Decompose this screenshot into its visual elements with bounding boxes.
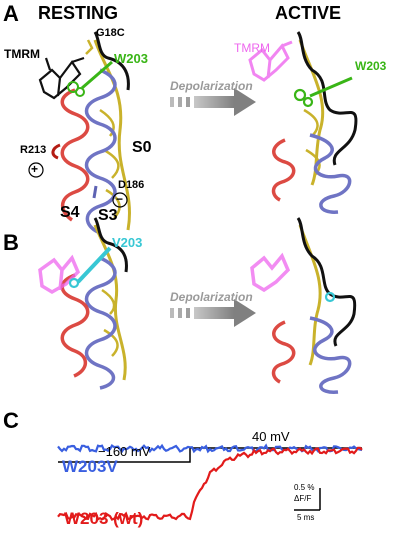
plus-charge-circle: [28, 162, 44, 178]
active-structure-b: [250, 217, 357, 394]
depolarization-arrow-b: [170, 299, 256, 327]
label-w203-active: W203: [355, 59, 387, 73]
active-structure-a: [248, 31, 358, 214]
panel-label-b: B: [3, 230, 19, 255]
label-w203: W203: [114, 51, 148, 66]
label-r213: R213: [20, 144, 47, 156]
v203-pointer-b: [76, 246, 112, 284]
label-s0: S0: [132, 139, 152, 156]
header-resting: RESTING: [38, 3, 119, 23]
label-g18c: G18C: [96, 27, 125, 39]
label-scale-y: 0.5 %: [294, 483, 315, 492]
depolarization-arrow-a: [170, 88, 256, 116]
label-depolarization-b: Depolarization: [170, 290, 253, 304]
label-scale-y2: ΔF/F: [294, 494, 312, 503]
label-depolarization-a: Depolarization: [170, 79, 253, 93]
tmrm-molecule-b: [38, 254, 81, 295]
s3-helix: [84, 68, 117, 234]
tmrm-molecule-a: [38, 56, 85, 100]
label-s4: S4: [60, 204, 80, 221]
label-v-step: 40 mV: [252, 429, 290, 444]
trace-w203-wt: [57, 446, 363, 521]
tmrm-molecule-active-b: [250, 252, 291, 293]
w203-pointer-active-a: [309, 76, 353, 98]
label-scale-x: 5 ms: [297, 513, 315, 522]
label-s3: S3: [98, 207, 118, 224]
scale-bar: [294, 488, 321, 511]
label-v-hold: −160 mV: [98, 444, 151, 459]
resting-structure-a: [38, 31, 131, 234]
resting-structure-b: [38, 217, 128, 390]
s3-s4-linker: [93, 31, 130, 91]
label-minus: −: [116, 192, 124, 206]
minus-charge-circle: [112, 192, 128, 208]
w203-pointer-a: [81, 60, 113, 90]
panel-label-a: A: [3, 1, 19, 26]
label-d186: D186: [118, 179, 145, 191]
panel-label-c: C: [3, 408, 19, 433]
label-tmrm: TMRM: [4, 47, 40, 61]
trace-w203v: [57, 443, 363, 454]
header-active: ACTIVE: [275, 3, 342, 23]
label-plus: +: [31, 162, 39, 176]
label-v203: V203: [112, 235, 143, 250]
label-trace-w203v: W203V: [62, 457, 118, 476]
s4-helix: [60, 88, 90, 222]
tmrm-molecule-active-a: [248, 40, 293, 82]
label-trace-w203: W203 (wt): [64, 509, 144, 528]
label-tmrm-active: TMRM: [234, 41, 270, 55]
